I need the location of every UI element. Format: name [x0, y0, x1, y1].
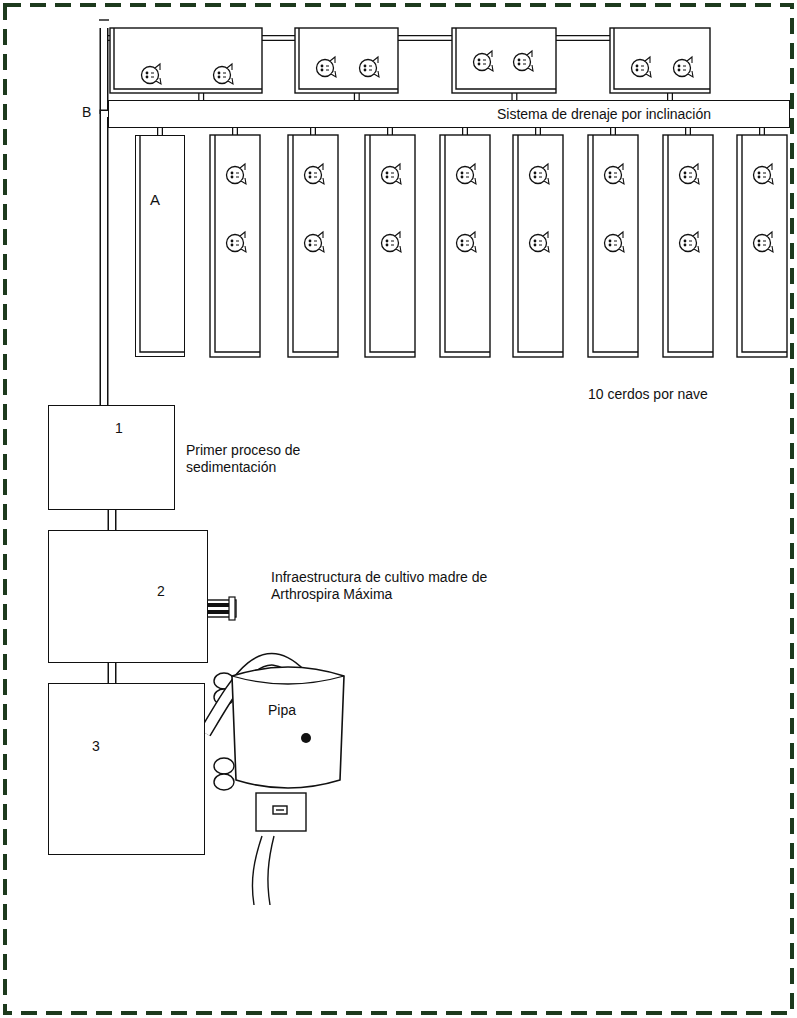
pig-icon: [680, 164, 700, 184]
pig-icon: [317, 57, 337, 77]
tank-box: 2Infraestructura de cultivo madre de Art…: [48, 530, 208, 663]
pig-icon: [754, 164, 774, 184]
pig-icon: [305, 164, 325, 184]
pig-icon: [530, 164, 550, 184]
tanker-truck: Pipa: [228, 662, 348, 792]
pig-icon: [305, 232, 325, 252]
pig-icon: [227, 164, 247, 184]
pig-icon: [530, 232, 550, 252]
pig-icon: [360, 57, 380, 77]
pen-box: A: [135, 135, 185, 357]
pig-icon: [474, 51, 494, 71]
pipe-connector: [112, 663, 113, 683]
pig-icon: [214, 64, 234, 84]
pen-letter: A: [150, 191, 160, 209]
pig-icons: [142, 51, 774, 252]
callout-number: 1: [115, 420, 123, 437]
pig-icon: [142, 64, 162, 84]
tank-outline: [228, 662, 348, 792]
pig-icon: [514, 51, 534, 71]
tank-box: 3: [48, 683, 205, 855]
tank-title: Infraestructura de cultivo madre de Arth…: [271, 569, 531, 603]
pig-icon: [382, 232, 402, 252]
pipe-letter: B: [82, 104, 91, 120]
band-title: Sistema de drenaje por inclinación: [497, 106, 711, 123]
pig-pens: [108, 28, 787, 357]
pipe-connector: [104, 114, 108, 405]
pig-icon: [457, 232, 477, 252]
truck-label: Pipa: [268, 702, 296, 719]
tank-title: Primer proceso de sedimentación: [186, 442, 346, 476]
pig-icon: [754, 232, 774, 252]
pig-icon: [632, 57, 652, 77]
drainage-band: Sistema de drenaje por inclinación: [108, 100, 790, 128]
pig-icon: [457, 164, 477, 184]
pig-icon: [674, 57, 694, 77]
pig-icon: [382, 164, 402, 184]
callout-number: 3: [92, 738, 100, 755]
pig-icon: [605, 164, 625, 184]
tank-box: 1Primer proceso de sedimentación: [48, 405, 175, 510]
pipe-connector: [112, 510, 113, 530]
pig-icon: [227, 232, 247, 252]
pig-icon: [680, 232, 700, 252]
callout-number: 2: [157, 583, 165, 600]
pig-icon: [605, 232, 625, 252]
note-label: 10 cerdos por nave: [588, 386, 708, 402]
dashed-frame: [5, 5, 792, 1013]
